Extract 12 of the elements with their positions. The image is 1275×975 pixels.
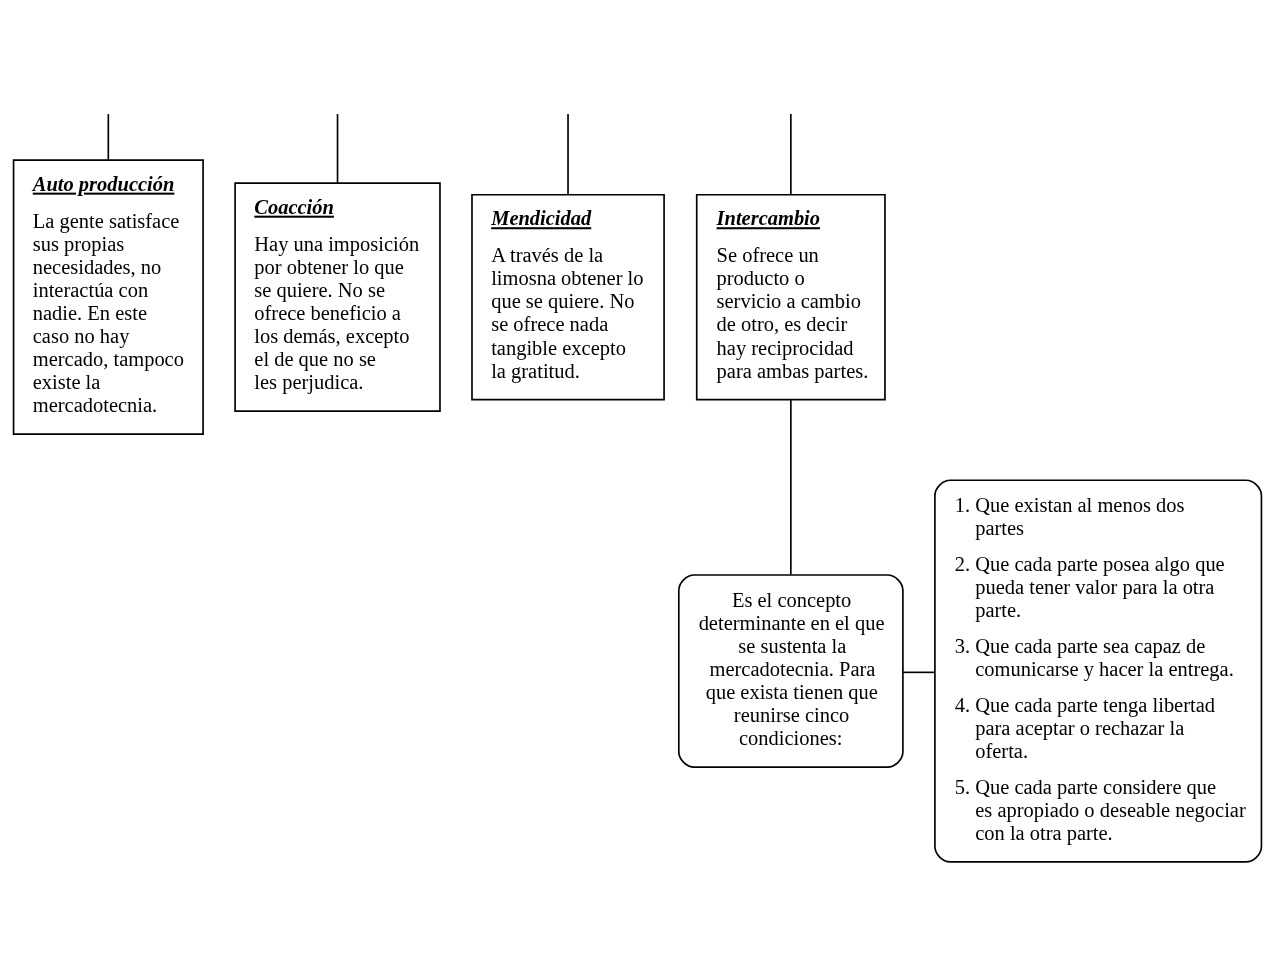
node-box: Mendicidad A través de la limosna obtener lo que se quiere. No se ofrece nada tangible excepto la gratitud. <box>471 193 665 401</box>
node-box: Coacción Hay una imposición por obtener lo que se quiere. No se ofrece beneficio a los demás, excepto el de que no se les perjudica. <box>234 182 441 412</box>
connector <box>790 399 792 576</box>
connector <box>107 113 110 161</box>
node-box: 1. Que existan al menos dos partes 2. Que cada parte posea algo que pueda tener valor para la otra parte. 3. Que cada parte sea capaz de comunicarse y hacer la entrega. 4. Que cada parte tenga libertad para aceptar o rechazar la oferta. 5. Que cada parte considere que es apropiado o deseable negociar con la otra parte. <box>934 479 1263 863</box>
node-box: Auto producción La gente satisface sus propias necesidades, no interactúa con nadie. En este caso no hay mercado, tampoco existe la mercadotecnia. <box>12 159 204 435</box>
connector <box>567 113 569 196</box>
connector <box>336 113 339 184</box>
connector <box>902 671 936 674</box>
node-box: Es el concepto determinante en el que se sustenta la mercadotecnia. Para que exista tienen que reunirse cinco condiciones: <box>677 574 904 768</box>
connector <box>790 113 792 196</box>
node-box: Intercambio Se ofrece un producto o servicio a cambio de otro, es decir hay reciprocidad para ambas partes. <box>695 193 886 401</box>
